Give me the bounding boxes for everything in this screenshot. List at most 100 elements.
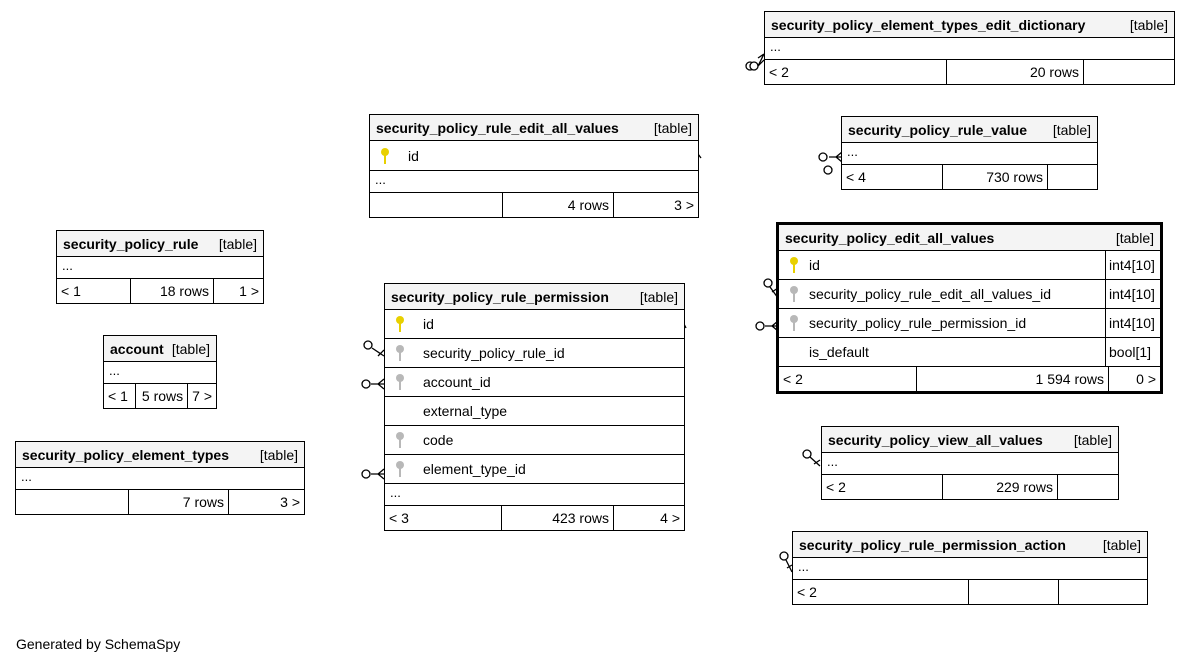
table-header: security_policy_view_all_values [table] — [822, 427, 1118, 453]
table-name[interactable]: security_policy_rule_edit_all_values — [376, 119, 619, 136]
column-row[interactable]: id — [385, 310, 684, 339]
more-columns-ellipsis: ... — [822, 453, 1118, 475]
children-count[interactable] — [1047, 165, 1097, 189]
crowfoot-mark — [371, 347, 385, 357]
parents-count[interactable]: < 2 — [826, 479, 846, 495]
crowfoot-circle — [823, 165, 833, 175]
children-count[interactable] — [1058, 580, 1147, 604]
children-count[interactable]: 4 > — [613, 506, 684, 530]
foreign-key-icon — [385, 432, 415, 448]
parents-count[interactable]: < 3 — [389, 510, 409, 526]
primary-key-icon — [779, 257, 809, 273]
table-name[interactable]: security_policy_rule_value — [848, 121, 1027, 138]
children-count[interactable] — [1083, 60, 1174, 84]
table-type-tag: [table] — [1052, 121, 1091, 138]
table-rule-edit-all-values[interactable]: security_policy_rule_edit_all_values [ta… — [369, 114, 699, 218]
table-name[interactable]: security_policy_rule_permission_action — [799, 536, 1066, 553]
column-name: external_type — [423, 403, 508, 419]
row-count: 5 rows — [134, 384, 187, 408]
table-edit-dictionary[interactable]: security_policy_element_types_edit_dicti… — [764, 11, 1175, 85]
table-account[interactable]: account [table] ... < 1 5 rows 7 > — [103, 335, 217, 409]
children-count[interactable]: 0 > — [1108, 367, 1160, 391]
column-row[interactable]: id int4[10] — [779, 251, 1160, 280]
children-count[interactable]: 3 > — [228, 490, 304, 514]
table-footer: 4 rows 3 > — [370, 193, 698, 217]
table-type-tag: [table] — [1129, 16, 1168, 33]
table-footer: < 2 20 rows — [765, 60, 1174, 84]
crowfoot-mark — [371, 468, 385, 480]
table-header: security_policy_rule [table] — [57, 231, 263, 257]
children-count[interactable]: 1 > — [213, 279, 263, 303]
column-name: is_default — [809, 344, 869, 360]
column-row[interactable]: is_default bool[1] — [779, 338, 1160, 367]
table-type-tag: [table] — [1102, 536, 1141, 553]
foreign-key-icon — [385, 345, 415, 361]
column-row[interactable]: security_policy_rule_id — [385, 339, 684, 368]
table-name[interactable]: security_policy_view_all_values — [828, 431, 1043, 448]
parents-count[interactable]: < 1 — [108, 388, 128, 404]
table-name[interactable]: account — [110, 340, 164, 357]
foreign-key-icon — [385, 374, 415, 390]
children-count[interactable]: 3 > — [613, 193, 698, 217]
table-header: security_policy_rule_edit_all_values [ta… — [370, 115, 698, 141]
column-name: security_policy_rule_edit_all_values_id — [809, 286, 1052, 302]
column-name: id — [809, 257, 820, 273]
table-rule-value[interactable]: security_policy_rule_value [table] ... <… — [841, 116, 1098, 190]
table-name[interactable]: security_policy_element_types_edit_dicti… — [771, 16, 1086, 33]
table-type-tag: [table] — [1073, 431, 1112, 448]
table-header: security_policy_rule_value [table] — [842, 117, 1097, 143]
parents-count[interactable]: < 4 — [846, 169, 866, 185]
table-name[interactable]: security_policy_edit_all_values — [785, 229, 995, 246]
column-row[interactable]: security_policy_rule_permission_id int4[… — [779, 309, 1160, 338]
primary-key-icon — [370, 147, 400, 164]
table-type-tag: [table] — [639, 288, 678, 305]
crowfoot-mark — [809, 456, 821, 467]
crowfoot-circle — [818, 152, 828, 162]
table-type-tag: [table] — [259, 446, 298, 463]
column-row[interactable]: external_type — [385, 397, 684, 426]
column-name: security_policy_rule_permission_id — [809, 315, 1027, 331]
column-type: int4[10] — [1105, 309, 1160, 337]
table-footer: < 3 423 rows 4 > — [385, 506, 684, 530]
table-view-all-values[interactable]: security_policy_view_all_values [table] … — [821, 426, 1119, 500]
row-count: 18 rows — [130, 279, 213, 303]
table-footer: < 2 — [793, 580, 1147, 604]
column-row[interactable]: account_id — [385, 368, 684, 397]
row-count: 4 rows — [502, 193, 613, 217]
table-name[interactable]: security_policy_rule_permission — [391, 288, 609, 305]
parents-count[interactable]: < 2 — [797, 584, 817, 600]
crowfoot-circle — [779, 551, 789, 561]
table-header: security_policy_element_types_edit_dicti… — [765, 12, 1174, 38]
table-rule-permission-action[interactable]: security_policy_rule_permission_action [… — [792, 531, 1148, 605]
column-name: id — [423, 316, 434, 332]
parents-count[interactable]: < 1 — [61, 283, 81, 299]
table-name[interactable]: security_policy_element_types — [22, 446, 229, 463]
more-columns-ellipsis: ... — [16, 468, 304, 490]
parents-count[interactable] — [370, 193, 502, 217]
column-type: int4[10] — [1105, 251, 1160, 279]
column-row[interactable]: code — [385, 426, 684, 455]
parents-count[interactable]: < 2 — [783, 371, 803, 387]
column-row[interactable]: element_type_id — [385, 455, 684, 484]
parents-count[interactable]: < 2 — [769, 64, 789, 80]
table-edit-all-values[interactable]: security_policy_edit_all_values [table] … — [776, 222, 1163, 394]
parents-count[interactable] — [16, 490, 128, 514]
more-columns-ellipsis: ... — [385, 484, 684, 506]
column-row[interactable]: id — [370, 141, 698, 171]
row-count: 730 rows — [942, 165, 1047, 189]
column-name: id — [408, 147, 419, 164]
table-name[interactable]: security_policy_rule — [63, 235, 199, 252]
row-count: 229 rows — [942, 475, 1057, 499]
table-rule-permission[interactable]: security_policy_rule_permission [table] … — [384, 283, 685, 531]
children-count[interactable] — [1057, 475, 1118, 499]
table-element-types[interactable]: security_policy_element_types [table] ..… — [15, 441, 305, 515]
crowfoot-circle — [763, 278, 773, 288]
table-type-tag: [table] — [218, 235, 257, 252]
table-security-policy-rule[interactable]: security_policy_rule [table] ... < 1 18 … — [56, 230, 264, 304]
column-row[interactable]: security_policy_rule_edit_all_values_id … — [779, 280, 1160, 309]
table-header: security_policy_rule_permission_action [… — [793, 532, 1147, 558]
crowfoot-circle — [361, 469, 371, 479]
children-count[interactable]: 7 > — [187, 384, 216, 408]
column-name: account_id — [423, 374, 491, 390]
